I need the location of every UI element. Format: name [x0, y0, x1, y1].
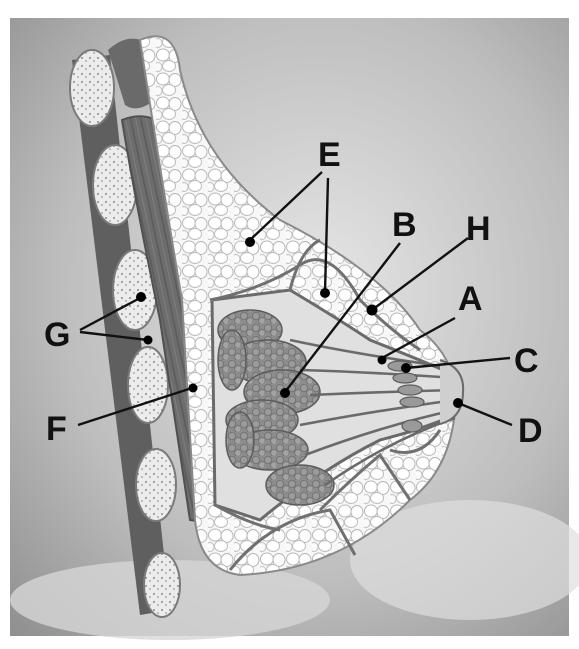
label-C: C — [514, 342, 539, 380]
dot-F — [189, 384, 198, 393]
label-H: H — [466, 210, 491, 248]
label-D: D — [518, 412, 543, 450]
dot-A — [378, 356, 387, 365]
label-A: A — [458, 280, 483, 318]
dot-G1 — [136, 292, 146, 302]
label-F: F — [46, 410, 67, 448]
dot-E1 — [245, 237, 255, 247]
dot-B — [280, 388, 290, 398]
label-G: G — [44, 316, 70, 354]
label-E: E — [318, 136, 341, 174]
dot-E2 — [320, 288, 330, 298]
dot-G2 — [144, 336, 153, 345]
label-B: B — [392, 206, 417, 244]
dot-H — [367, 305, 378, 316]
dot-D — [453, 398, 463, 408]
dot-C — [401, 363, 411, 373]
